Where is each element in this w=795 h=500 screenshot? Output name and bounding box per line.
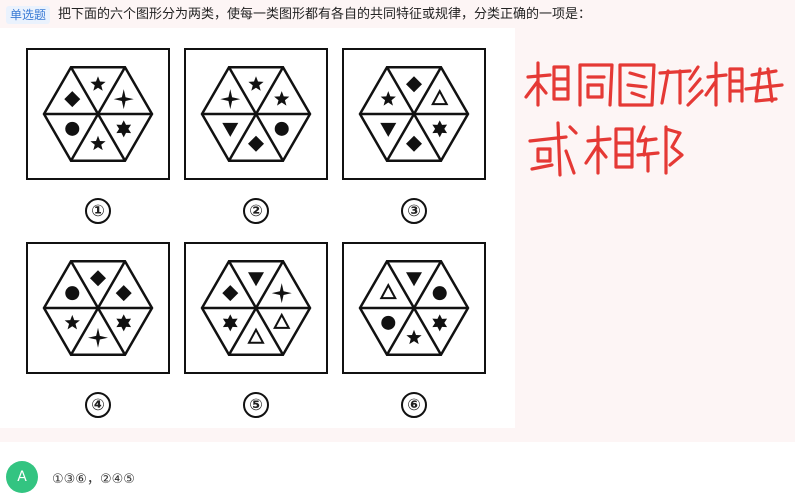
triangle-up-outline-icon [431,89,449,106]
question-type-tag: 单选题 [6,6,51,24]
option-letter-badge[interactable]: A [6,461,38,493]
star6-icon [116,120,132,138]
figure-box-6 [342,242,486,374]
figure-label-6: ⑥ [401,392,427,418]
figure-box-5 [184,242,328,374]
circle-icon [381,315,396,330]
star5-icon [274,91,290,106]
question-figure: ① ② ③ ④ ⑤ ⑥ [0,28,515,428]
option-text[interactable]: ①③⑥，②④⑤ [52,471,135,487]
figure-label-2: ② [243,198,269,224]
diamond-icon [406,135,422,152]
question-text: 把下面的六个图形分为两类，使每一类图形都有各自的共同特征或规律，分类正确的一项是… [58,7,592,22]
hexagon-divider [385,66,443,162]
answer-option[interactable]: A ①③⑥，②④⑤ [6,461,135,493]
diamond-icon [406,76,422,93]
question-panel: 单选题 把下面的六个图形分为两类，使每一类图形都有各自的共同特征或规律，分类正确… [0,6,790,428]
circle-icon [65,121,80,136]
star4-icon [113,89,134,110]
circle-icon [432,286,447,301]
star5-icon [64,314,80,330]
hexagon-figure [358,65,470,163]
triangle-down-icon [248,272,264,287]
hexagon-figure [358,259,470,357]
hexagon-divider [69,260,127,356]
figure-box-1 [26,48,170,180]
hexagon-figure [200,65,312,163]
triangle-up-outline-icon [247,327,265,344]
diamond-icon [90,270,106,287]
star6-icon [432,120,448,138]
star4-icon [88,327,108,348]
figure-box-4 [26,242,170,374]
diamond-icon [222,285,239,302]
star6-icon [432,314,448,332]
triangle-up-outline-icon [379,283,397,300]
hexagon-figure [200,259,312,357]
hexagon-figure [42,259,154,357]
star5-icon [90,135,106,151]
hexagon-figure [42,65,154,163]
question-header: 单选题 把下面的六个图形分为两类，使每一类图形都有各自的共同特征或规律，分类正确… [6,6,591,24]
diamond-icon [115,285,132,302]
figure-box-2 [184,48,328,180]
circle-icon [65,286,80,301]
triangle-down-icon [380,122,397,137]
handwritten-annotation [520,55,790,189]
star5-icon [90,76,106,91]
star4-icon [271,283,292,304]
star5-icon [406,329,422,345]
diamond-icon [248,135,264,152]
star5-icon [380,91,396,106]
triangle-up-outline-icon [273,312,291,329]
figure-label-3: ③ [401,198,427,224]
diamond-icon [64,91,81,108]
figure-label-4: ④ [85,392,111,418]
hexagon-divider [227,260,285,356]
figure-label-1: ① [85,198,111,224]
star4-icon [220,89,241,110]
figure-box-3 [342,48,486,180]
hexagon-divider [385,260,443,356]
handwritten-note-image [524,61,784,177]
star5-icon [248,76,264,91]
triangle-down-icon [222,122,239,137]
star6-icon [116,314,132,332]
hexagon-divider [69,66,127,162]
figure-label-5: ⑤ [243,392,269,418]
hexagon-divider [227,66,285,162]
triangle-down-icon [406,272,422,287]
star6-icon [222,314,238,332]
circle-icon [274,121,289,136]
